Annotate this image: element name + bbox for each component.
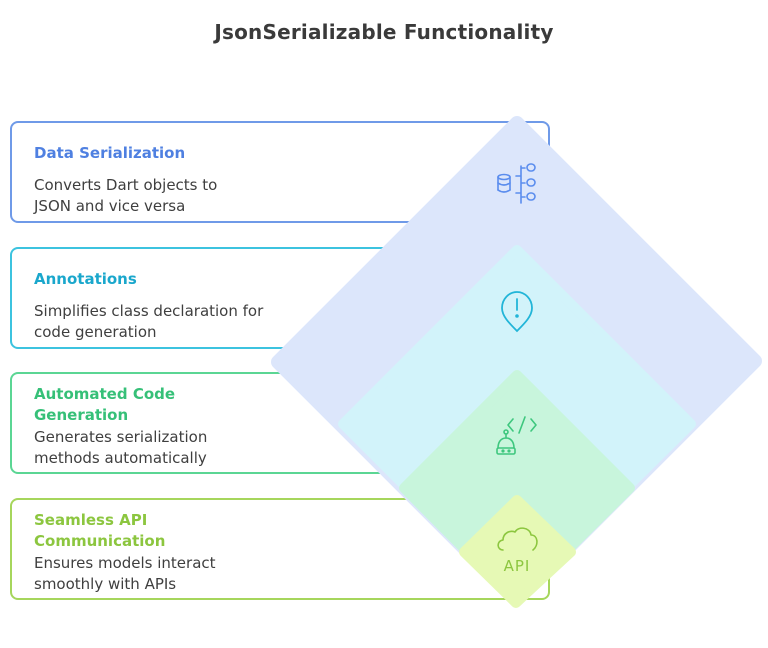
layer-title: Seamless API Communication xyxy=(34,511,166,550)
api-icon-label: API xyxy=(504,557,531,575)
layer-description: Generates serialization methods automati… xyxy=(34,428,208,467)
alert-pin-icon xyxy=(501,291,533,333)
layer-title: Annotations xyxy=(34,270,137,288)
layer-description: Simplifies class declaration for code ge… xyxy=(34,302,264,341)
layer-title: Data Serialization xyxy=(34,144,186,162)
robot-code-icon xyxy=(496,416,537,455)
layer-description: Converts Dart objects to JSON and vice v… xyxy=(34,176,218,215)
cloud-api-icon: API xyxy=(497,527,538,575)
database-icon xyxy=(497,163,536,204)
page-title: JsonSerializable Functionality xyxy=(214,20,554,44)
layer-title: Automated Code Generation xyxy=(34,385,176,424)
layer-description: Ensures models interact smoothly with AP… xyxy=(34,554,216,593)
